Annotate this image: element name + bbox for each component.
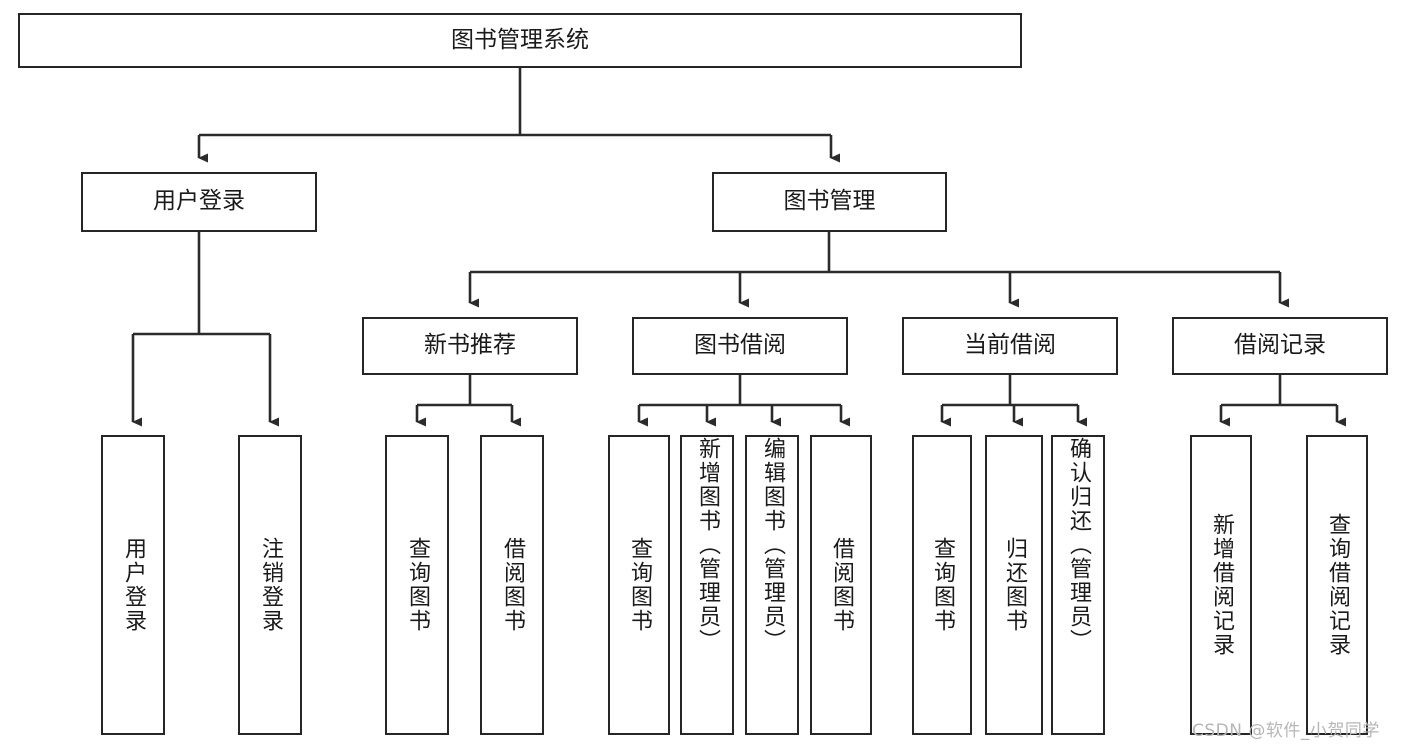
node-book-borrow[interactable]: 图书借阅 [632, 317, 848, 375]
node-label: 图书管理系统 [451, 26, 589, 53]
node-new-book-recommend[interactable]: 新书推荐 [362, 317, 578, 375]
leaf-add-book-admin[interactable]: 新增图书（管理员） [680, 435, 734, 735]
node-label: 确认归还（管理员） [1066, 437, 1091, 653]
leaf-add-borrow-record[interactable]: 新增借阅记录 [1190, 435, 1252, 735]
node-label: 图书借阅 [694, 332, 786, 359]
leaf-user-login[interactable]: 用户登录 [101, 435, 165, 735]
node-label: 当前借阅 [964, 332, 1056, 359]
node-book-management[interactable]: 图书管理 [712, 172, 947, 232]
leaf-edit-book-admin[interactable]: 编辑图书（管理员） [745, 435, 799, 735]
leaf-return-books[interactable]: 归还图书 [985, 435, 1043, 735]
leaf-borrow-books-1[interactable]: 借阅图书 [480, 435, 544, 735]
node-label: 新增图书（管理员） [695, 437, 720, 653]
node-label: 归还图书 [1002, 537, 1027, 633]
node-label: 用户登录 [153, 188, 245, 215]
node-root-system[interactable]: 图书管理系统 [18, 13, 1022, 68]
leaf-logout[interactable]: 注销登录 [238, 435, 302, 735]
node-label: 借阅图书 [829, 537, 854, 633]
node-current-borrow[interactable]: 当前借阅 [902, 317, 1118, 375]
leaf-confirm-return-admin[interactable]: 确认归还（管理员） [1051, 435, 1105, 735]
node-borrow-records[interactable]: 借阅记录 [1172, 317, 1388, 375]
node-label: 编辑图书（管理员） [760, 437, 785, 653]
node-label: 借阅图书 [500, 537, 525, 633]
node-label: 注销登录 [258, 537, 283, 633]
node-label: 新增借阅记录 [1209, 513, 1234, 657]
leaf-query-borrow-record[interactable]: 查询借阅记录 [1306, 435, 1368, 735]
node-label: 查询图书 [405, 537, 430, 633]
leaf-query-books-3[interactable]: 查询图书 [912, 435, 972, 735]
node-label: 查询图书 [930, 537, 955, 633]
leaf-borrow-books-2[interactable]: 借阅图书 [810, 435, 872, 735]
node-label: 用户登录 [121, 537, 146, 633]
leaf-query-books-2[interactable]: 查询图书 [608, 435, 670, 735]
node-label: 查询图书 [627, 537, 652, 633]
node-label: 新书推荐 [424, 332, 516, 359]
node-label: 图书管理 [783, 188, 876, 215]
node-label: 借阅记录 [1234, 332, 1326, 359]
leaf-query-books-1[interactable]: 查询图书 [385, 435, 449, 735]
node-label: 查询借阅记录 [1325, 513, 1350, 657]
watermark-credit: CSDN @软件_小贺同学 [1192, 721, 1380, 741]
node-user-login[interactable]: 用户登录 [81, 172, 317, 232]
